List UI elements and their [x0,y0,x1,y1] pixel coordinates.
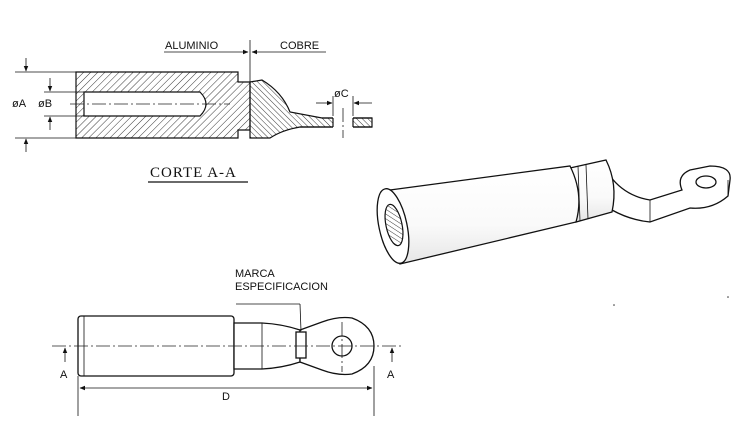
section-mark-right-label: A [387,369,395,381]
section-view: ALUMINIO COBRE øA øB øC CORTE A-A [12,40,373,183]
iso-aluminium-body [389,165,580,265]
label-cobre: COBRE [280,40,319,52]
iso-bore [384,203,404,247]
section-mark-left-label: A [60,369,68,381]
dim-d-label: D [222,391,230,403]
spec-marker [295,331,307,359]
iso-copper-barrel [569,159,615,223]
section-title: CORTE A-A [150,165,237,181]
dim-b-label: øB [38,98,52,110]
copper-body-section [249,79,373,139]
label-aluminio: ALUMINIO [165,40,219,52]
tongue-hole-gap [333,116,353,129]
iso-tongue [609,165,731,223]
marca-label-line2: ESPECIFICACION [235,281,328,293]
dim-a-label: øA [12,98,27,110]
plan-view: MARCA ESPECIFICACION A A D [52,268,402,416]
isometric-view [376,159,731,306]
dim-c-label: øC [334,88,349,100]
iso-tongue-hole [695,175,717,189]
marca-label-line1: MARCA [235,268,275,280]
